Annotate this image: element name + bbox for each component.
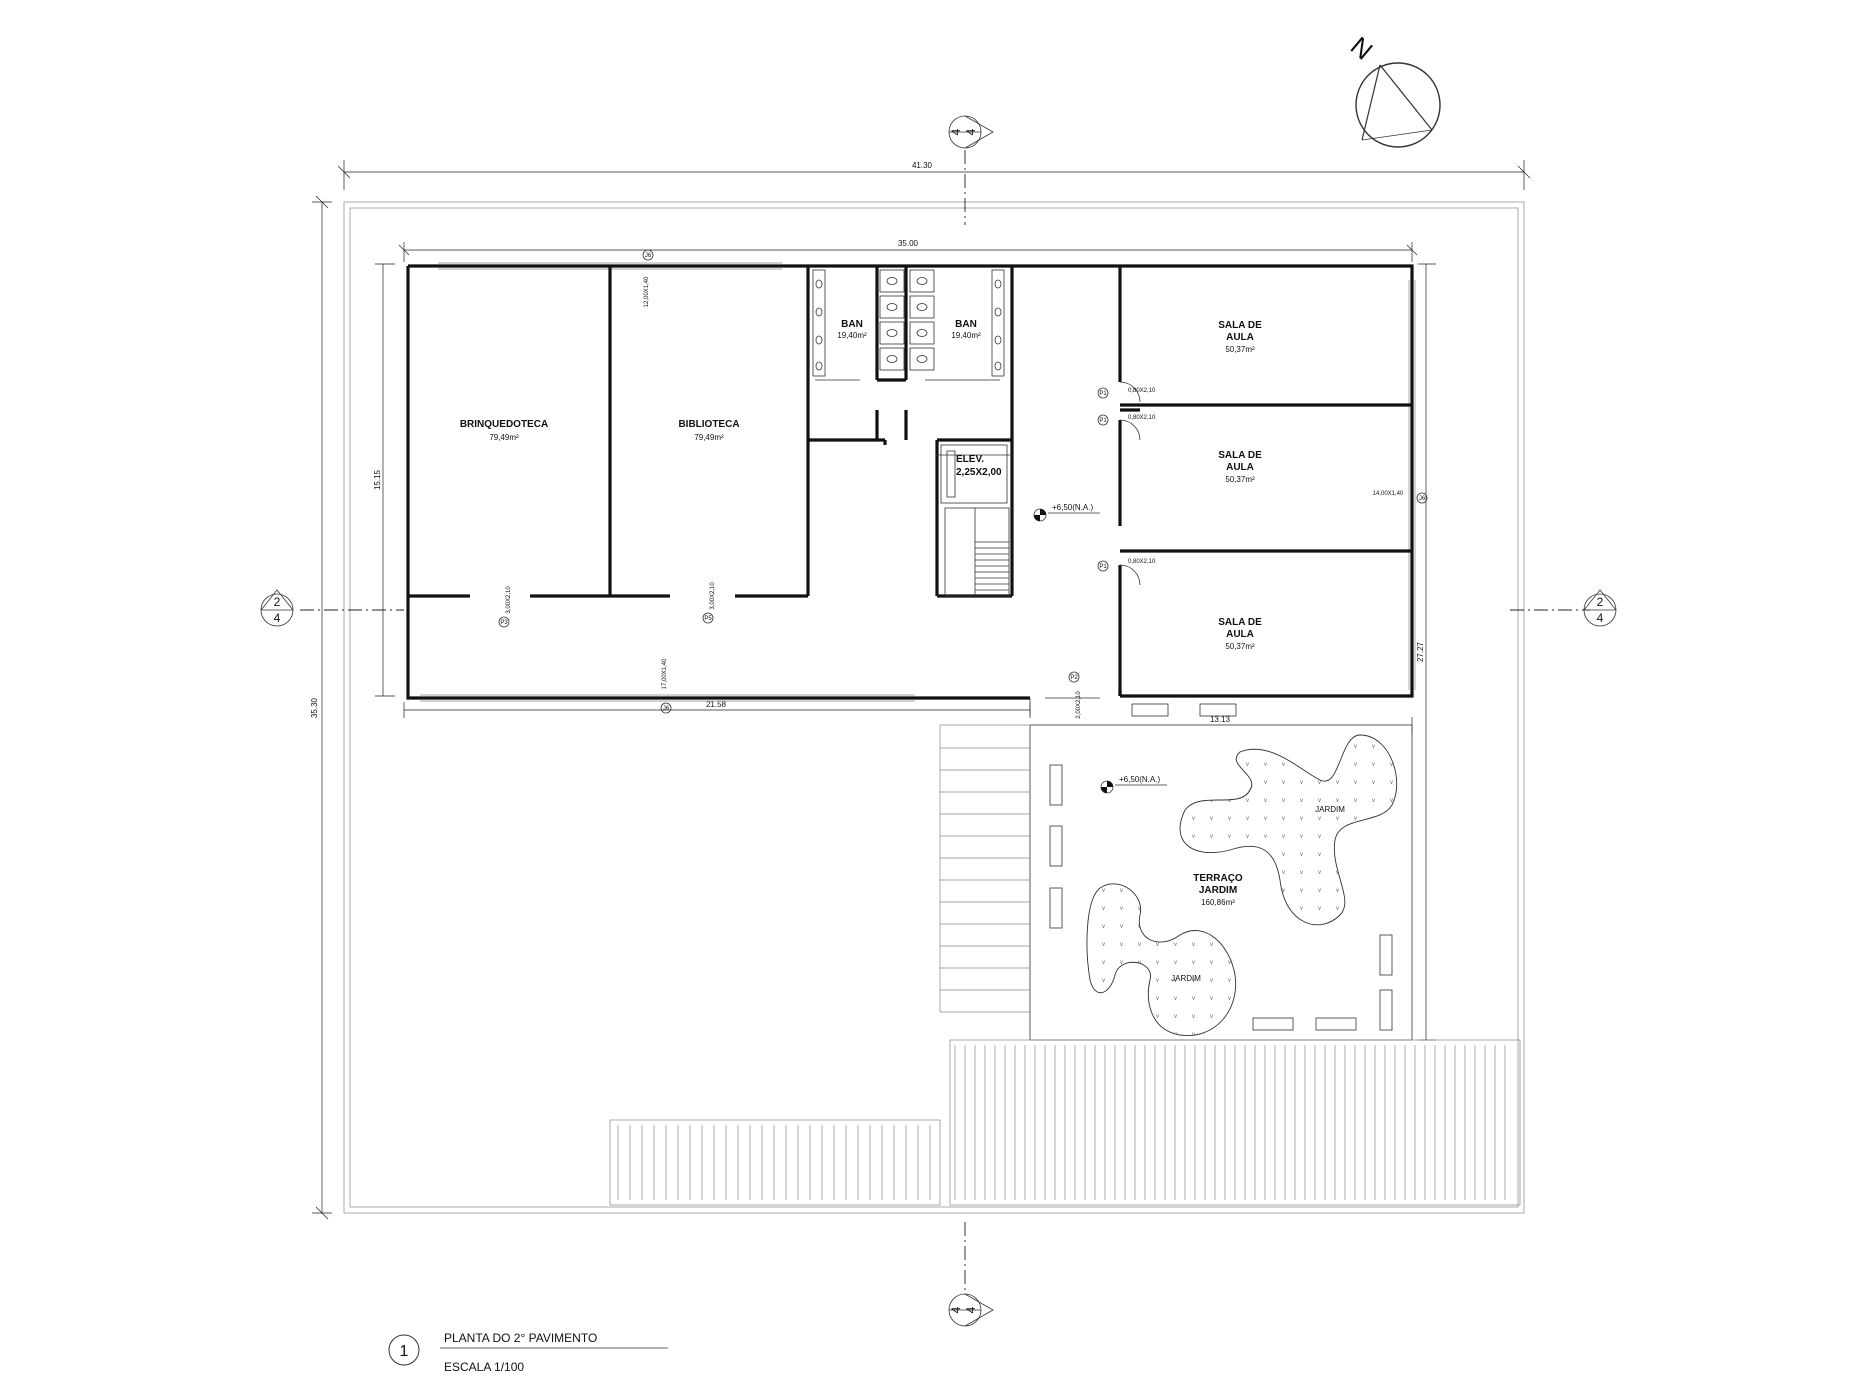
dim-left-height: 15.15	[373, 469, 382, 490]
section-top-num-b: 4	[964, 128, 978, 135]
building-walls	[406, 262, 1416, 715]
door-bib-size: 3,00X2,10	[710, 582, 716, 610]
overall-dimension-lines: 41.30 35.30 35.00 15.15 27.27 21.58 13.1…	[310, 160, 1531, 1220]
room-labels: BRINQUEDOTECA 79,49m² BIBLIOTECA 79,49m²…	[460, 319, 1345, 983]
dim-overall-height: 35.30	[310, 697, 319, 718]
door-swings	[1045, 381, 1141, 699]
north-arrow-icon: N	[1345, 31, 1441, 148]
window-bottom-size: 17,00X1,40	[662, 658, 668, 689]
door-exit-size: 2,00X2,10	[1076, 691, 1082, 719]
dim-overall-width: 41.30	[912, 161, 933, 170]
title-text: PLANTA DO 2° PAVIMENTO	[444, 1331, 597, 1345]
label-garden2: JARDIM	[1171, 974, 1201, 983]
area-sala2: 50,37m²	[1225, 475, 1255, 484]
label-elevator-line1: ELEV.	[956, 454, 984, 465]
tag-window-top: J6	[645, 253, 652, 259]
level-hall: +6,50(N.A.)	[1052, 503, 1093, 512]
elevator-shaft	[940, 444, 1008, 504]
tag-door-exit: P2	[1070, 675, 1078, 681]
door-sala1-size: 0,80X2,10	[1128, 388, 1156, 394]
label-sala2-line1: SALA DE	[1218, 450, 1262, 461]
area-sala1: 50,37m²	[1225, 345, 1255, 354]
section-bottom-num-a: 4	[949, 1306, 963, 1313]
title-scale: ESCALA 1/100	[444, 1360, 524, 1374]
tag-door-sala1: P1	[1099, 391, 1107, 397]
area-ban-right: 19,40m²	[951, 331, 981, 340]
stairs	[944, 507, 1010, 597]
area-sala3: 50,37m²	[1225, 642, 1255, 651]
section-left-num-bottom: 4	[274, 611, 281, 625]
tag-door-sala2: P1	[1099, 418, 1107, 424]
tag-window-bottom: J6	[663, 706, 670, 712]
window-top-size: 12,00X1,40	[644, 276, 650, 307]
label-sala3-line2: AULA	[1226, 629, 1254, 640]
gardens	[1086, 734, 1398, 1036]
window-right-size: 14,00X1,40	[1373, 491, 1404, 497]
section-mark-right: 2 4	[1583, 589, 1617, 627]
section-right-num-top: 2	[1597, 595, 1604, 609]
interior-walls	[408, 266, 1412, 696]
title-block: 1 PLANTA DO 2° PAVIMENTO ESCALA 1/100	[388, 1331, 668, 1374]
opening-tags: J6 12,00X1,40 J6 17,00X1,40 J6 14,00X1,4…	[498, 249, 1428, 719]
tag-door-brinq: P3	[500, 620, 508, 626]
level-terrace: +6,50(N.A.)	[1119, 775, 1160, 784]
label-ban-left: BAN	[841, 319, 863, 330]
north-letter: N	[1345, 31, 1379, 66]
dim-bottom-left: 21.58	[706, 700, 727, 709]
door-sala2-size: 0,80X2,10	[1128, 415, 1156, 421]
level-markers: +6,50(N.A.) +6,50(N.A.)	[1033, 503, 1167, 794]
label-sala1-line2: AULA	[1226, 332, 1254, 343]
door-sala3-size: 0,80X2,10	[1128, 559, 1156, 565]
section-mark-left: 2 4	[260, 589, 294, 627]
dim-terrace-width: 13.13	[1210, 715, 1231, 724]
label-brinquedoteca: BRINQUEDOTECA	[460, 419, 548, 430]
section-right-num-bottom: 4	[1597, 611, 1604, 625]
tag-door-sala3: P1	[1099, 564, 1107, 570]
ramp-strips	[939, 724, 1030, 1013]
label-terrace-line1: TERRAÇO	[1193, 873, 1243, 884]
section-mark-top: 4 4	[948, 115, 994, 149]
label-elevator-line2: 2,25X2,00	[956, 467, 1002, 478]
section-left-num-top: 2	[274, 595, 281, 609]
label-sala3-line1: SALA DE	[1218, 617, 1262, 628]
section-bottom-num-b: 4	[964, 1306, 978, 1313]
section-axis-lines	[300, 150, 1590, 1290]
label-sala1-line1: SALA DE	[1218, 320, 1262, 331]
area-biblioteca: 79,49m²	[694, 433, 724, 442]
toilet-stalls	[812, 269, 1005, 377]
area-brinquedoteca: 79,49m²	[489, 433, 519, 442]
title-number: 1	[400, 1343, 409, 1360]
label-ban-right: BAN	[955, 319, 977, 330]
plot-boundary	[343, 201, 1525, 1214]
dim-right-height: 27.27	[1416, 641, 1425, 662]
door-brinq-size: 3,00X2,10	[506, 586, 512, 614]
area-terrace: 160,86m²	[1201, 898, 1235, 907]
section-mark-bottom: 4 4	[948, 1293, 994, 1327]
tag-door-bib: P5	[704, 616, 712, 622]
label-terrace-line2: JARDIM	[1199, 885, 1237, 896]
section-top-num-a: 4	[949, 128, 963, 135]
tag-window-right: J6	[1419, 496, 1426, 502]
label-sala2-line2: AULA	[1226, 462, 1254, 473]
area-ban-left: 19,40m²	[837, 331, 867, 340]
label-garden1: JARDIM	[1315, 805, 1345, 814]
dim-building-width: 35.00	[898, 239, 919, 248]
label-biblioteca: BIBLIOTECA	[678, 419, 739, 430]
roof-hatch	[609, 1039, 1521, 1206]
